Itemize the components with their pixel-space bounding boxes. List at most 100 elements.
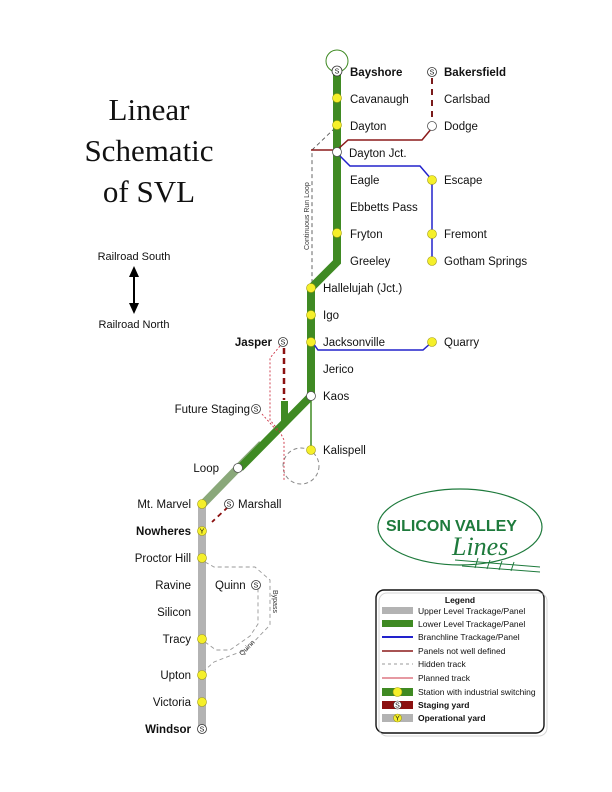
railroad-north-label: Railroad North [99, 319, 170, 331]
station-loop[interactable]: Loop [193, 463, 243, 475]
future-staging-stub [281, 401, 288, 423]
station-dot-icon [197, 670, 207, 680]
quinn-track-label: Quinn [238, 639, 256, 657]
station-label: Future Staging [175, 404, 250, 416]
station-label: Bayshore [350, 67, 402, 79]
logo-text-valley: VALLEY [455, 518, 517, 535]
station-kaos[interactable]: Kaos [306, 391, 350, 403]
direction-indicator: Railroad South Railroad North [98, 251, 171, 331]
legend-item-operational-yard: Y Operational yard [382, 713, 486, 723]
svg-text:Planned track: Planned track [418, 673, 471, 683]
station-label: Dodge [444, 121, 478, 133]
station-escape[interactable]: Escape [427, 175, 483, 187]
station-label: Dayton Jct. [349, 148, 407, 160]
station-label: Marshall [238, 499, 281, 511]
station-future-staging[interactable]: Future Staging S [175, 404, 261, 416]
station-igo[interactable]: Igo [306, 310, 340, 322]
title-line-1: Linear [109, 92, 191, 127]
station-silicon[interactable]: Silicon [157, 607, 191, 619]
station-windsor[interactable]: Windsor S [145, 724, 207, 736]
legend-item-planned-track: Planned track [382, 673, 471, 683]
legend-item-panels-not-defined: Panels not well defined [382, 646, 506, 656]
junction-icon [233, 463, 243, 473]
station-label: Escape [444, 175, 482, 187]
legend-item-branchline: Branchline Trackage/Panel [382, 632, 520, 642]
bypass-label: Bypass [271, 590, 278, 613]
station-fremont[interactable]: Fremont [427, 229, 488, 241]
svg-text:S: S [395, 703, 400, 710]
station-label: Carlsbad [444, 94, 490, 106]
station-nowheres[interactable]: Nowheres Y [136, 526, 207, 538]
station-jacksonville[interactable]: Jacksonville [306, 337, 386, 349]
station-label: Greeley [350, 256, 391, 268]
rail-track-icon [454, 557, 541, 573]
svg-text:S: S [254, 583, 259, 590]
station-bakersfield[interactable]: S Bakersfield [427, 67, 507, 79]
svg-text:S: S [227, 502, 232, 509]
svg-text:S: S [254, 407, 259, 414]
station-label: Upton [160, 670, 191, 682]
station-label: Quarry [444, 337, 479, 349]
station-label: Jerico [323, 364, 354, 376]
station-cavanaugh[interactable]: Cavanaugh [332, 93, 409, 107]
station-label: Ebbetts Pass [350, 202, 418, 214]
svg-text:Station with industrial switch: Station with industrial switching [418, 687, 536, 697]
station-label: Fryton [350, 229, 383, 241]
quarry-branchline-track [312, 341, 433, 351]
station-quinn[interactable]: Quinn S [215, 580, 261, 592]
station-mt-marvel[interactable]: Mt. Marvel [137, 499, 207, 511]
station-label: Eagle [350, 175, 379, 187]
planned-track-future-staging [261, 413, 279, 433]
station-label: Igo [323, 310, 339, 322]
silicon-valley-lines-logo: SILICON VALLEY Lines [377, 488, 543, 573]
railroad-south-label: Railroad South [98, 251, 171, 263]
station-label: Nowheres [136, 526, 191, 538]
station-marshall[interactable]: S Marshall [224, 499, 282, 511]
station-label: Fremont [444, 229, 488, 241]
legend-title: Legend [445, 595, 475, 605]
station-label: Bakersfield [444, 67, 506, 79]
station-dot-icon [306, 310, 316, 320]
station-tracy[interactable]: Tracy [163, 634, 207, 646]
station-proctor-hill[interactable]: Proctor Hill [135, 553, 207, 565]
staging-yard-icon [251, 580, 261, 590]
station-label: Quinn [215, 580, 246, 592]
station-jasper[interactable]: Jasper S [235, 337, 288, 349]
station-dot-icon [197, 499, 207, 509]
station-dayton[interactable]: Dayton [332, 120, 387, 134]
station-dot-icon [197, 634, 207, 644]
station-dayton-jct[interactable]: Dayton Jct. [332, 147, 407, 161]
station-greeley[interactable]: Greeley [350, 256, 391, 268]
svg-text:Y: Y [200, 529, 205, 536]
station-jerico[interactable]: Jerico [323, 364, 354, 376]
svg-text:Upper Level Trackage/Panel: Upper Level Trackage/Panel [418, 606, 525, 616]
station-ebbetts-pass[interactable]: Ebbetts Pass [350, 202, 418, 214]
legend-item-hidden-track: Hidden track [382, 659, 466, 669]
station-dot-icon [306, 445, 316, 455]
station-gotham-springs[interactable]: Gotham Springs [427, 256, 528, 268]
station-eagle[interactable]: Eagle [350, 175, 379, 187]
station-fryton[interactable]: Fryton [332, 228, 383, 242]
staging-yard-icon [197, 724, 207, 734]
operational-yard-icon [197, 526, 207, 536]
station-bayshore[interactable]: S Bayshore [331, 65, 402, 79]
svg-text:Staging yard: Staging yard [418, 700, 469, 710]
marshall-staging-track [211, 506, 229, 523]
station-quarry[interactable]: Quarry [427, 337, 480, 349]
station-carlsbad[interactable]: Carlsbad [444, 94, 490, 106]
junction-icon [332, 147, 342, 157]
station-dodge[interactable]: Dodge [427, 121, 478, 133]
svg-text:Lower Level Trackage/Panel: Lower Level Trackage/Panel [418, 619, 525, 629]
station-upton[interactable]: Upton [160, 670, 207, 682]
double-arrow-icon [129, 266, 139, 314]
station-label: Kaos [323, 391, 349, 403]
station-label: Proctor Hill [135, 553, 191, 565]
station-dot-icon [332, 93, 342, 103]
station-label: Mt. Marvel [137, 499, 191, 511]
legend: Legend Upper Level Trackage/Panel Lower … [375, 589, 548, 737]
station-ravine[interactable]: Ravine [155, 580, 191, 592]
station-victoria[interactable]: Victoria [153, 697, 207, 709]
station-hallelujah[interactable]: Hallelujah (Jct.) [306, 283, 403, 295]
legend-item-station: Station with industrial switching [382, 687, 536, 697]
station-kalispell[interactable]: Kalispell [306, 445, 366, 457]
